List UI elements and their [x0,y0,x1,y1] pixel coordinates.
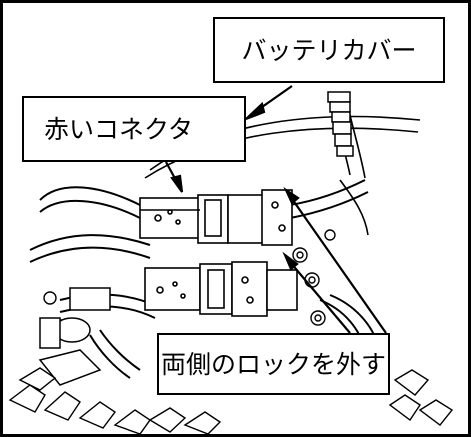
release-locks-label: 両側のロックを外す [160,349,386,379]
release-locks-callout: 両側のロックを外す [157,333,390,395]
battery-cover-label: バッテリカバー [241,35,417,65]
battery-cover-callout: バッテリカバー [213,17,445,83]
bolts [43,229,336,331]
lock-leader-lower [289,261,351,334]
upper-red-connector [139,189,293,246]
battery-cover-arrowhead [245,101,266,121]
red-connector-callout: 赤いコネクタ [22,96,246,162]
lock-leader-upper [289,195,387,334]
tire-tread [8,367,454,435]
leader-arrows [165,85,387,334]
lock-arrowhead-upper [283,186,300,205]
lower-connector [144,261,298,317]
red-connector-label: 赤いコネクタ [44,114,194,144]
red-connector-arrowhead [170,174,184,193]
lock-arrowhead-lower [282,251,299,271]
cable-gland-drawing [327,91,354,157]
